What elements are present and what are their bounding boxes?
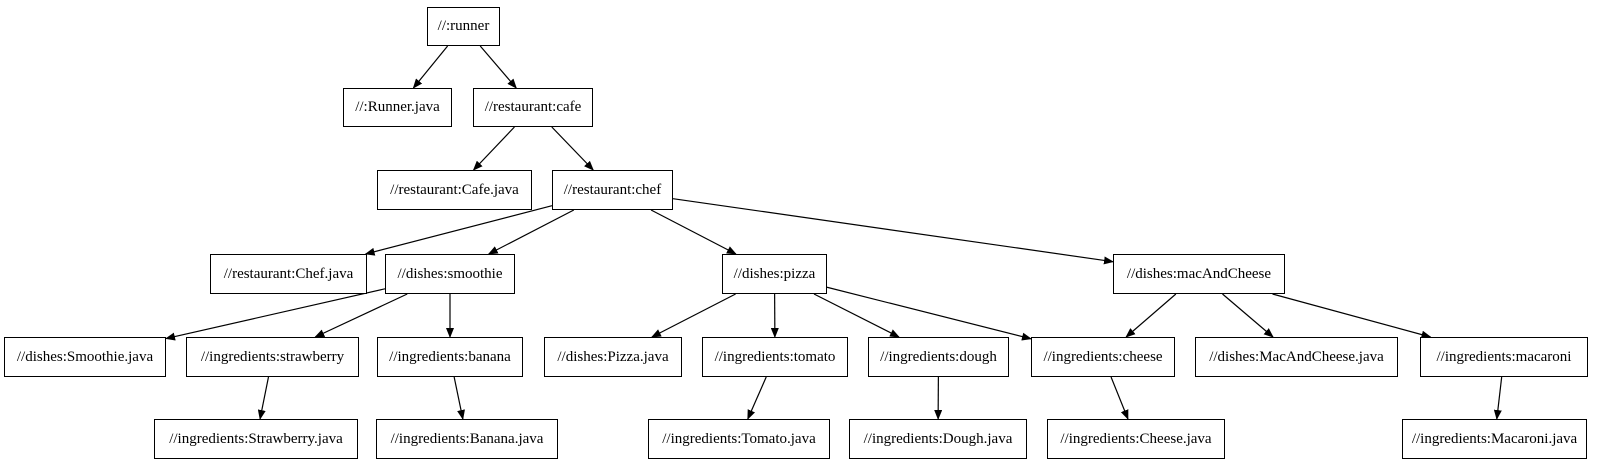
node-tomato-java: //ingredients:Tomato.java [648,419,830,459]
node-strawberry-java: //ingredients:Strawberry.java [154,419,358,459]
node-cheese: //ingredients:cheese [1031,337,1175,377]
node-cheese-java: //ingredients:Cheese.java [1047,419,1225,459]
edge-pizza-to-dough [813,293,900,338]
edge-runner-to-runner-java [412,45,449,89]
edge-tomato-to-tomato-java [747,376,767,420]
edge-smoothie-to-smoothie-java [165,288,386,341]
node-smoothie: //dishes:smoothie [385,254,515,294]
node-chef-java: //restaurant:Chef.java [210,254,367,294]
node-mac-and-cheese-java: //dishes:MacAndCheese.java [1195,337,1398,377]
edge-runner-to-cafe [479,45,517,89]
node-dough-java: //ingredients:Dough.java [849,419,1027,459]
edge-smoothie-to-strawberry [314,293,408,338]
node-runner-java: //:Runner.java [343,88,452,127]
edge-mac-and-cheese-to-mac-and-cheese-java [1222,293,1274,338]
node-pizza: //dishes:pizza [722,254,827,294]
edge-banana-to-banana-java [453,376,465,420]
edge-pizza-to-pizza-java [651,293,736,338]
node-cafe-java: //restaurant:Cafe.java [377,170,532,210]
node-dough: //ingredients:dough [868,337,1009,377]
edge-mac-and-cheese-to-macaroni [1272,293,1432,339]
node-chef: //restaurant:chef [552,170,673,210]
edge-mac-and-cheese-to-cheese [1125,293,1177,338]
edge-group [165,45,1503,420]
edge-strawberry-to-strawberry-java [257,376,270,420]
node-banana: //ingredients:banana [377,337,523,377]
edge-macaroni-to-macaroni-java [1493,376,1503,420]
edge-chef-to-smoothie [487,209,575,255]
edge-cafe-to-cafe-java [472,126,515,171]
node-banana-java: //ingredients:Banana.java [376,419,558,459]
edge-chef-to-mac-and-cheese [672,198,1114,265]
edge-cafe-to-chef [551,126,594,171]
node-runner: //:runner [427,7,500,46]
node-cafe: //restaurant:cafe [473,88,593,127]
edge-cheese-to-cheese-java [1110,376,1129,420]
node-smoothie-java: //dishes:Smoothie.java [4,337,166,377]
edge-chef-to-chef-java [364,205,553,256]
node-strawberry: //ingredients:strawberry [186,337,359,377]
node-tomato: //ingredients:tomato [702,337,848,377]
edge-chef-to-pizza [650,209,737,255]
node-macaroni: //ingredients:macaroni [1420,337,1588,377]
node-pizza-java: //dishes:Pizza.java [544,337,682,377]
node-macaroni-java: //ingredients:Macaroni.java [1402,419,1587,459]
node-mac-and-cheese: //dishes:macAndCheese [1113,254,1285,294]
edge-pizza-to-cheese [826,286,1032,341]
